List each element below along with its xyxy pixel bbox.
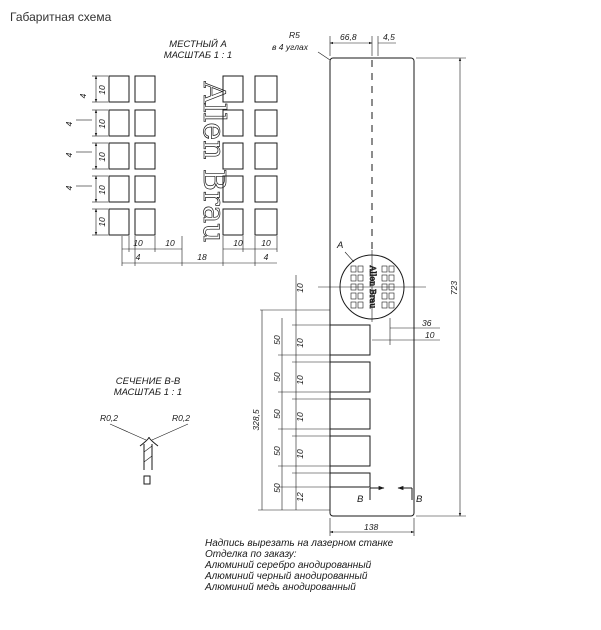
main-panel: R5 в 4 углах 66,8 4,5 723 A Allen Brau bbox=[251, 30, 466, 536]
dim-36: 36 bbox=[422, 318, 432, 328]
dim-723: 723 bbox=[449, 281, 459, 295]
dim-10: 10 bbox=[233, 238, 243, 248]
detail-a-left-dims: 10 4 10 4 10 4 10 4 10 bbox=[64, 75, 108, 236]
note-line: Алюминий черный анодированный bbox=[204, 571, 368, 582]
dim-4: 4 bbox=[136, 252, 141, 262]
dim-50: 50 bbox=[272, 483, 282, 493]
dim-12: 12 bbox=[295, 492, 305, 502]
dim-4: 4 bbox=[64, 152, 74, 157]
detail-a-title: МЕСТНЫЙ А bbox=[169, 38, 227, 50]
note-line: Отделка по заказу: bbox=[205, 549, 297, 560]
dim-10: 10 bbox=[97, 85, 107, 95]
dim-10: 10 bbox=[97, 185, 107, 195]
section-bb-scale: МАСШТАБ 1 : 1 bbox=[114, 387, 182, 398]
note-line: Алюминий медь анодированный bbox=[204, 582, 356, 593]
dim-10: 10 bbox=[97, 119, 107, 129]
dim-4: 4 bbox=[78, 93, 88, 98]
dim-4-5: 4,5 bbox=[383, 32, 395, 42]
detail-a: МЕСТНЫЙ А МАСШТАБ 1 : 1 Al bbox=[64, 38, 278, 266]
detail-a-callout-label: A bbox=[336, 240, 343, 251]
dim-328-5: 328,5 bbox=[251, 409, 261, 431]
callout-logo: Allen Brau bbox=[368, 265, 377, 309]
dim-10: 10 bbox=[97, 217, 107, 227]
dim-10: 10 bbox=[295, 338, 305, 348]
section-bb: СЕЧЕНИЕ B-B МАСШТАБ 1 : 1 R0,2 R0,2 bbox=[100, 376, 190, 485]
dim-10: 10 bbox=[295, 412, 305, 422]
dim-10: 10 bbox=[133, 238, 143, 248]
section-bb-radius-left: R0,2 bbox=[100, 413, 118, 423]
slot-dim-chain: 328,5 50 50 50 50 50 10 10 10 10 10 12 bbox=[251, 275, 330, 511]
dim-50: 50 bbox=[272, 335, 282, 345]
dim-4: 4 bbox=[264, 252, 269, 262]
corner-radius: R5 bbox=[289, 30, 300, 40]
detail-a-hole-grid bbox=[108, 75, 278, 236]
section-marks: B B bbox=[357, 485, 423, 505]
dim-50: 50 bbox=[272, 372, 282, 382]
section-bb-radius-right: R0,2 bbox=[172, 413, 190, 423]
dim-10: 10 bbox=[165, 238, 175, 248]
note-line: Надпись вырезать на лазерном станке bbox=[205, 538, 394, 549]
note-line: Алюминий серебро анодированный bbox=[204, 559, 372, 571]
dim-10: 10 bbox=[261, 238, 271, 248]
notes: Надпись вырезать на лазерном станке Отде… bbox=[204, 538, 394, 593]
slot-column bbox=[329, 324, 371, 488]
dim-66-8: 66,8 bbox=[340, 32, 357, 42]
section-mark-right: B bbox=[416, 494, 423, 505]
dim-50: 50 bbox=[272, 446, 282, 456]
detail-a-logo: Allen Brau bbox=[196, 80, 231, 242]
section-mark-left: B bbox=[357, 494, 364, 505]
dim-10: 10 bbox=[97, 152, 107, 162]
corner-radius-note: в 4 углах bbox=[272, 42, 309, 52]
detail-a-bottom-dims: 10 10 10 10 4 18 4 bbox=[121, 236, 278, 266]
dim-138: 138 bbox=[364, 522, 378, 532]
dim-10: 10 bbox=[425, 330, 435, 340]
dim-10: 10 bbox=[295, 283, 305, 293]
dim-50: 50 bbox=[272, 409, 282, 419]
dim-4: 4 bbox=[64, 121, 74, 126]
dim-10: 10 bbox=[295, 449, 305, 459]
page-title: Габаритная схема bbox=[10, 10, 112, 24]
dim-18: 18 bbox=[197, 252, 207, 262]
dim-4: 4 bbox=[64, 185, 74, 190]
section-bb-title: СЕЧЕНИЕ B-B bbox=[116, 376, 181, 387]
dim-10: 10 bbox=[295, 375, 305, 385]
detail-a-scale: МАСШТАБ 1 : 1 bbox=[164, 50, 232, 61]
